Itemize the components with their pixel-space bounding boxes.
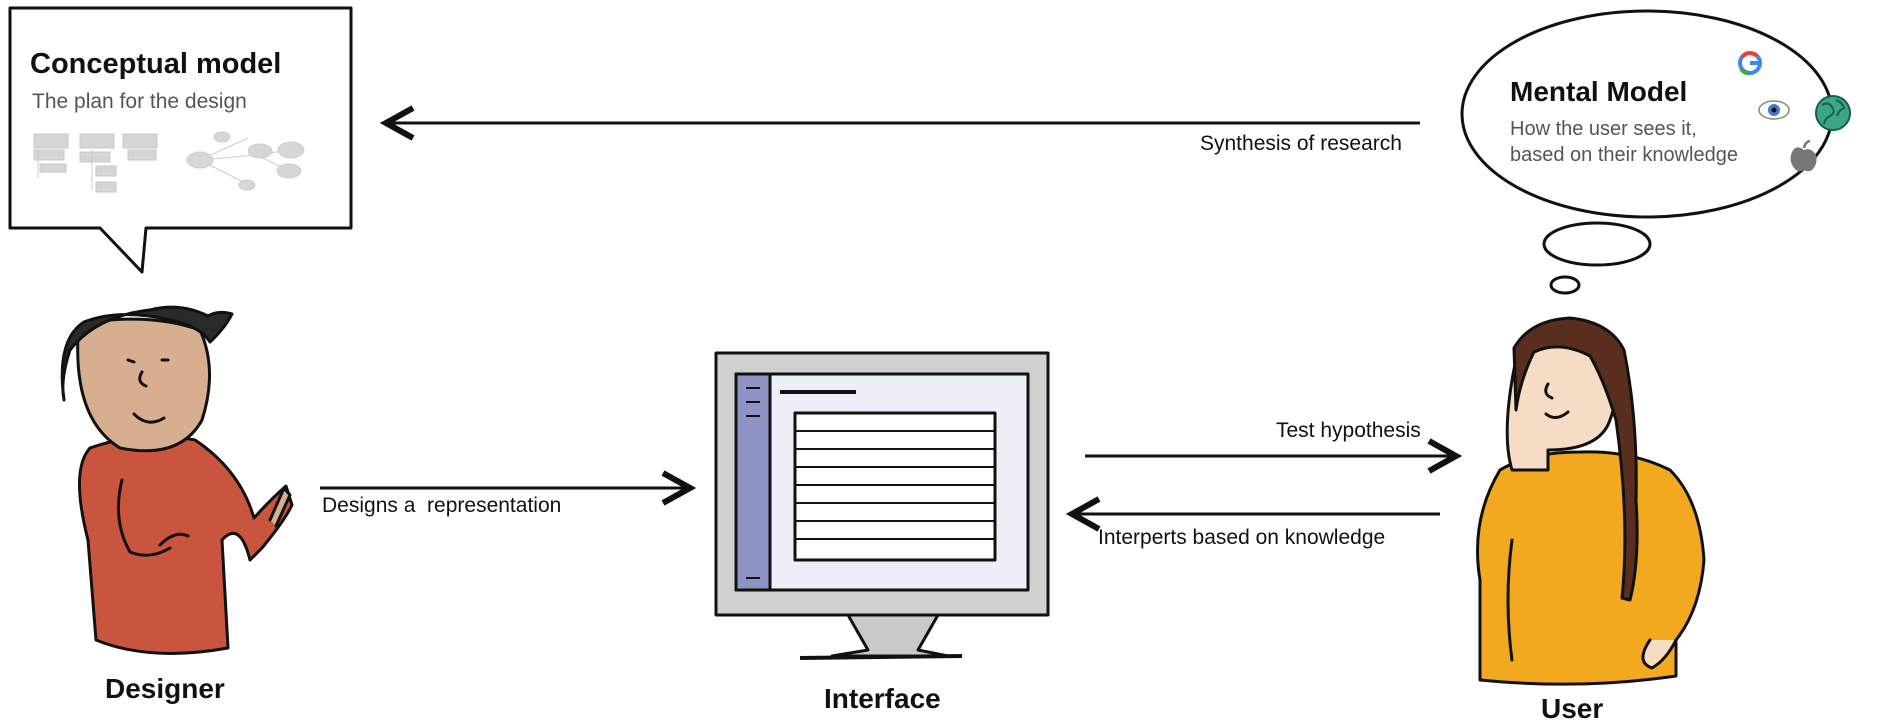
user-figure xyxy=(1476,316,1706,686)
google-icon xyxy=(1738,51,1762,75)
conceptual-model-title: Conceptual model xyxy=(30,48,282,80)
designer-figure xyxy=(60,305,294,655)
conceptual-model-subtitle: The plan for the design xyxy=(32,90,247,113)
conceptual-model-bubble xyxy=(8,6,353,274)
globe-icon xyxy=(1815,95,1851,131)
mental-model-subtitle-line1: How the user sees it, xyxy=(1510,118,1697,140)
mental-model-title: Mental Model xyxy=(1510,76,1688,107)
interface-label: Interface xyxy=(824,683,941,714)
mental-model-subtitle: How the user sees it, based on their kno… xyxy=(1510,116,1738,168)
test-hypothesis-label: Test hypothesis xyxy=(1276,419,1421,442)
monitor-table-lines xyxy=(795,430,995,540)
designer-label: Designer xyxy=(105,673,225,704)
interprets-label: Interperts based on knowledge xyxy=(1098,526,1386,549)
eye-icon xyxy=(1758,100,1790,120)
mental-model-subtitle-line2: based on their knowledge xyxy=(1510,144,1738,166)
node-graph-sketch xyxy=(186,131,305,191)
monitor xyxy=(714,351,1050,660)
user-label: User xyxy=(1541,693,1604,724)
apple-icon xyxy=(1790,139,1817,172)
designs-label: Designs a representation xyxy=(322,494,562,517)
synthesis-label: Synthesis of research xyxy=(1200,132,1402,155)
sitemap-sketch xyxy=(33,133,158,193)
